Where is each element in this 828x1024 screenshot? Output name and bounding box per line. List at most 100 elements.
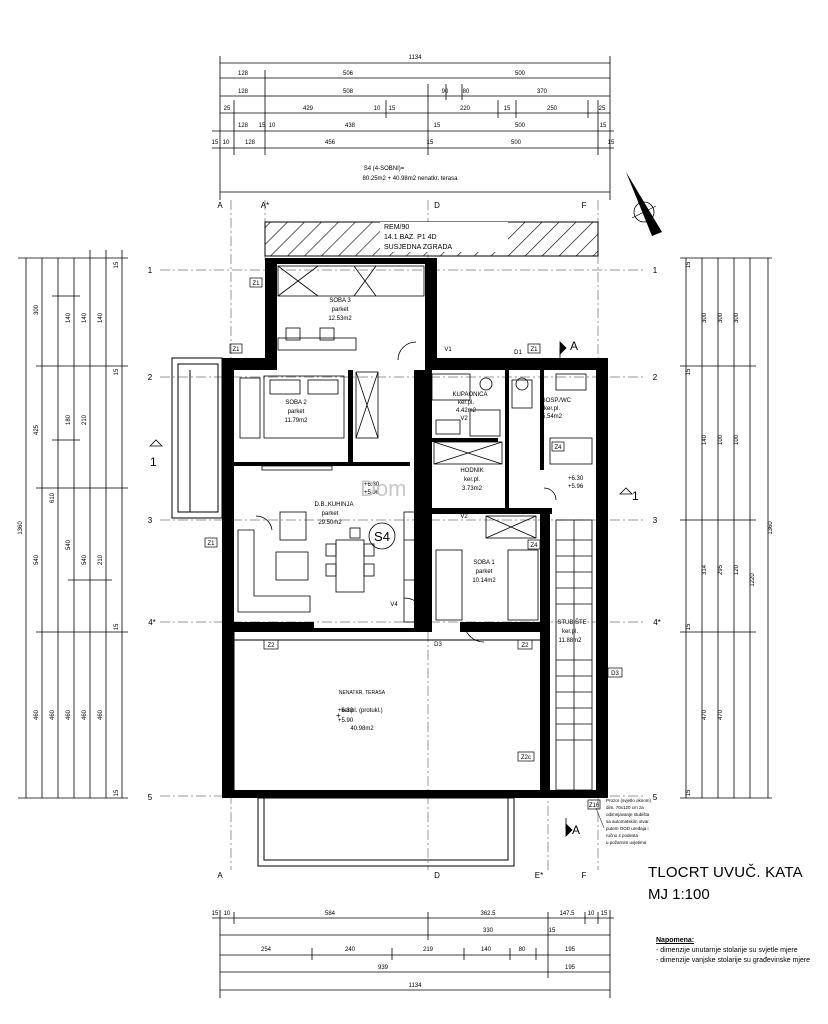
- svg-text:29.50m2: 29.50m2: [318, 520, 342, 526]
- svg-text:939: 939: [378, 965, 389, 971]
- svg-text:25: 25: [224, 106, 231, 112]
- svg-text:KUPAONICA: KUPAONICA: [453, 392, 488, 398]
- level-markers: +6.30 +5.96 +6.30 +5.96 +6.30 +5.90 +: [336, 476, 584, 724]
- svg-text:D1: D1: [514, 350, 522, 356]
- svg-text:V2: V2: [460, 514, 468, 520]
- svg-text:300: 300: [702, 312, 708, 323]
- bottom-dimension-labels: 15 10 584 362.5 147.5 10 15 330 15 254 2…: [212, 911, 608, 989]
- svg-text:putem OOD uređaja i: putem OOD uređaja i: [606, 826, 649, 831]
- svg-text:V4: V4: [390, 602, 398, 608]
- svg-text:1360: 1360: [768, 521, 774, 535]
- section-markers: [149, 341, 633, 837]
- svg-text:429: 429: [303, 106, 314, 112]
- svg-text:15: 15: [686, 368, 692, 375]
- svg-text:REM/90: REM/90: [384, 224, 409, 231]
- svg-text:15: 15: [600, 123, 607, 129]
- svg-text:Z4: Z4: [554, 445, 562, 451]
- svg-text:ker.pl.: ker.pl.: [458, 400, 474, 406]
- svg-text:460: 460: [34, 709, 40, 720]
- svg-text:SOBA 1: SOBA 1: [473, 560, 495, 566]
- svg-text:500: 500: [515, 71, 526, 77]
- unit-badge: S4: [368, 522, 396, 550]
- svg-text:14.1 BAZ. P1 4D: 14.1 BAZ. P1 4D: [384, 234, 437, 241]
- svg-text:5.54m2: 5.54m2: [542, 414, 563, 420]
- room-kupaonica: KUPAONICA ker.pl. 4.42m2: [453, 392, 488, 414]
- svg-text:SUSJEDNA ZGRADA: SUSJEDNA ZGRADA: [384, 244, 452, 251]
- svg-text:250: 250: [547, 106, 558, 112]
- svg-text:330: 330: [483, 928, 494, 934]
- svg-text:odimnjavanje stubišta: odimnjavanje stubišta: [606, 812, 650, 817]
- svg-text:1: 1: [148, 266, 153, 275]
- svg-text:D.B.,KUHINJA: D.B.,KUHINJA: [314, 502, 353, 508]
- svg-text:15: 15: [114, 623, 120, 630]
- svg-text:parket: parket: [288, 409, 305, 415]
- svg-text:dim. 70x120 cm za: dim. 70x120 cm za: [606, 805, 644, 810]
- svg-text:S4: S4: [374, 529, 390, 544]
- svg-text:2: 2: [653, 373, 658, 382]
- svg-text:15: 15: [686, 623, 692, 630]
- svg-text:10: 10: [588, 911, 595, 917]
- svg-text:500: 500: [515, 123, 526, 129]
- room-dnevni-boravak: D.B.,KUHINJA parket 29.50m2: [314, 502, 353, 526]
- svg-text:100: 100: [734, 434, 740, 445]
- svg-text:4*: 4*: [148, 618, 156, 627]
- svg-text:15: 15: [608, 140, 615, 146]
- svg-text:80: 80: [463, 89, 470, 95]
- svg-text:11.79m2: 11.79m2: [285, 418, 309, 424]
- balcony-west: [171, 357, 223, 519]
- stair-window-note: Prozor (svjetlo oknom) dim. 70x120 cm za…: [595, 798, 652, 845]
- svg-text:+5.96: +5.96: [568, 484, 584, 490]
- right-dimension-chains: [680, 257, 772, 799]
- svg-text:Z1: Z1: [207, 541, 215, 547]
- svg-text:15: 15: [114, 368, 120, 375]
- svg-text:parket: parket: [332, 307, 349, 313]
- svg-text:470: 470: [718, 709, 724, 720]
- svg-text:460: 460: [82, 709, 88, 720]
- svg-text:540: 540: [66, 539, 72, 550]
- svg-text:100: 100: [718, 434, 724, 445]
- svg-text:1134: 1134: [409, 983, 423, 989]
- svg-text:+6.30: +6.30: [338, 708, 354, 714]
- svg-text:Z16: Z16: [589, 803, 600, 809]
- svg-text:D: D: [434, 201, 440, 210]
- svg-text:ker.pl.: ker.pl.: [464, 477, 480, 483]
- svg-text:parket: parket: [322, 511, 339, 517]
- svg-text:584: 584: [325, 911, 336, 917]
- svg-text:A: A: [572, 823, 580, 837]
- svg-text:128: 128: [238, 89, 249, 95]
- left-dimension-chains: [18, 250, 128, 799]
- svg-text:90: 90: [442, 89, 449, 95]
- svg-text:parket: parket: [476, 569, 493, 575]
- svg-text:u požarnim uvjetima: u požarnim uvjetima: [606, 840, 647, 845]
- svg-text:11.88m2: 11.88m2: [559, 638, 583, 644]
- svg-text:128: 128: [238, 123, 249, 129]
- svg-text:195: 195: [565, 965, 576, 971]
- drawing-scale: MJ 1:100: [648, 886, 710, 903]
- watermark: Dom: [360, 476, 406, 501]
- left-dimension-labels: 1360 300 425 540 460 610 460 140 180 540…: [18, 261, 120, 796]
- svg-text:1134: 1134: [409, 55, 423, 61]
- svg-text:15: 15: [549, 928, 556, 934]
- bottom-dimension-chains: [212, 910, 614, 998]
- opening-tag-labels: Z1 Z1 Z1 Z2 Z2 Z2c Z1 Z4 Z4 D3 Z16 V1 V2…: [207, 281, 619, 809]
- svg-text:128: 128: [245, 140, 256, 146]
- svg-text:500: 500: [511, 140, 522, 146]
- svg-text:STUBIŠTE: STUBIŠTE: [557, 619, 586, 626]
- room-soba-1: SOBA 1 parket 10.14m2: [472, 560, 496, 584]
- svg-text:D3: D3: [611, 671, 619, 677]
- svg-text:15: 15: [686, 261, 692, 268]
- top-dimension-chains: [212, 56, 614, 200]
- svg-text:Z4: Z4: [530, 543, 538, 549]
- svg-text:F: F: [582, 201, 587, 210]
- svg-text:15: 15: [114, 789, 120, 796]
- neighbour-building-hatch: REM/90 14.1 BAZ. P1 4D SUSJEDNA ZGRADA: [264, 221, 599, 257]
- svg-text:1: 1: [150, 455, 157, 469]
- svg-text:295: 295: [718, 564, 724, 575]
- svg-text:3: 3: [148, 516, 153, 525]
- svg-text:D: D: [434, 871, 440, 880]
- svg-text:210: 210: [82, 414, 88, 425]
- notes-block: Napomena: - dimenzije unutarnje stolarij…: [656, 936, 826, 966]
- svg-text:300: 300: [34, 304, 40, 315]
- svg-text:15: 15: [504, 106, 511, 112]
